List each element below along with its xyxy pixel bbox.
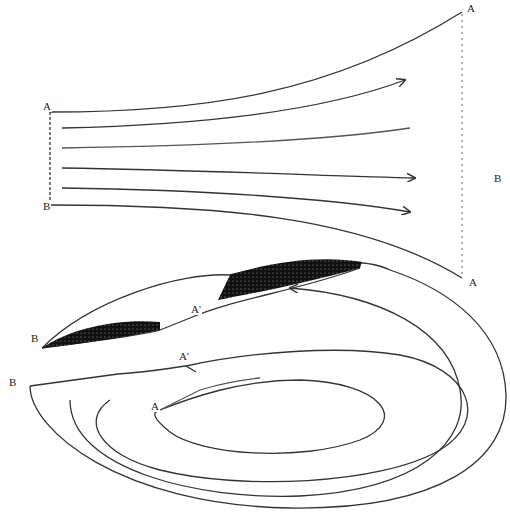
point-label: A' — [178, 350, 190, 362]
point-label: A' — [190, 303, 202, 315]
point-label: A — [150, 400, 160, 412]
contact-shading — [42, 259, 362, 348]
point-label: B — [30, 332, 39, 344]
point-label: A — [42, 100, 52, 112]
point-label: A — [466, 2, 476, 14]
point-label: B — [8, 376, 17, 388]
point-label: B — [42, 200, 51, 212]
flat-band — [50, 12, 462, 278]
point-label: B — [493, 172, 502, 184]
point-label: A — [468, 276, 478, 288]
rolled-band — [30, 262, 506, 509]
